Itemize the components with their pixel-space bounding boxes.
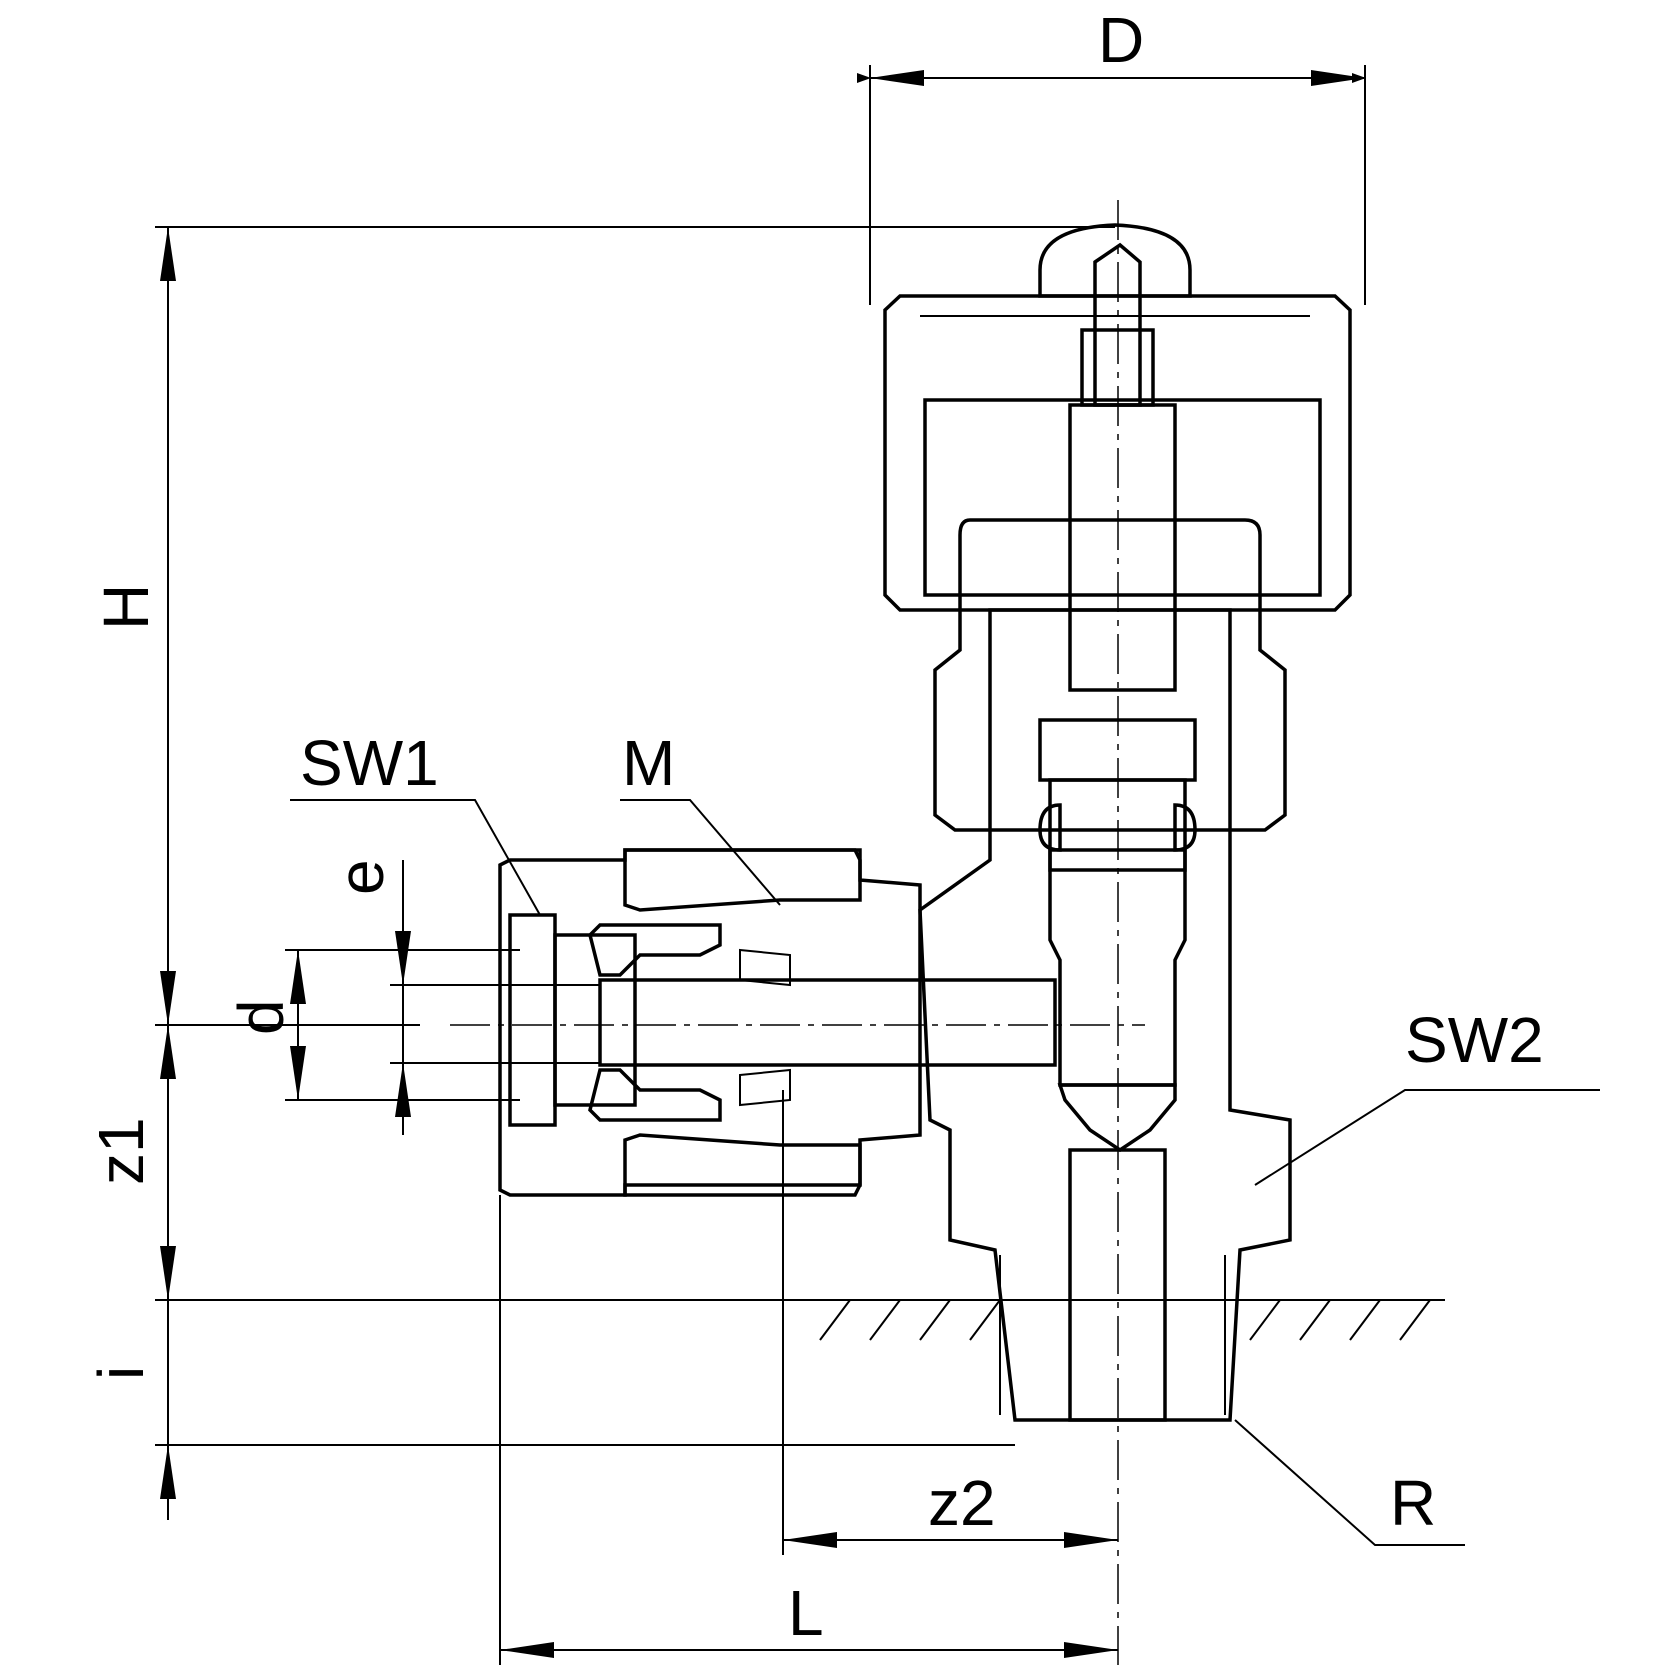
threaded-tail bbox=[999, 1255, 1226, 1415]
label-R: R bbox=[1390, 1467, 1436, 1539]
floor-surface bbox=[819, 1299, 1445, 1341]
label-z1: z1 bbox=[85, 1117, 157, 1185]
bonnet-nut bbox=[933, 518, 1287, 832]
label-H: H bbox=[90, 584, 162, 630]
label-M: M bbox=[622, 727, 675, 799]
compression-nut bbox=[588, 848, 862, 1197]
handwheel-cap bbox=[883, 223, 1352, 612]
label-z2: z2 bbox=[928, 1467, 996, 1539]
label-e: e bbox=[325, 859, 397, 895]
label-SW2: SW2 bbox=[1405, 1004, 1544, 1076]
label-d: d bbox=[225, 999, 297, 1035]
label-L: L bbox=[788, 1577, 824, 1649]
center-lines bbox=[450, 200, 1145, 1665]
label-SW1: SW1 bbox=[300, 727, 439, 799]
arrowheads bbox=[160, 70, 1365, 1658]
valve-body bbox=[498, 608, 1292, 1422]
label-D: D bbox=[1098, 4, 1144, 76]
label-i: i bbox=[85, 1366, 157, 1380]
internal-bore bbox=[508, 403, 1197, 1422]
labels: D H SW1 M e d z1 SW2 i z2 R L bbox=[85, 4, 1544, 1649]
